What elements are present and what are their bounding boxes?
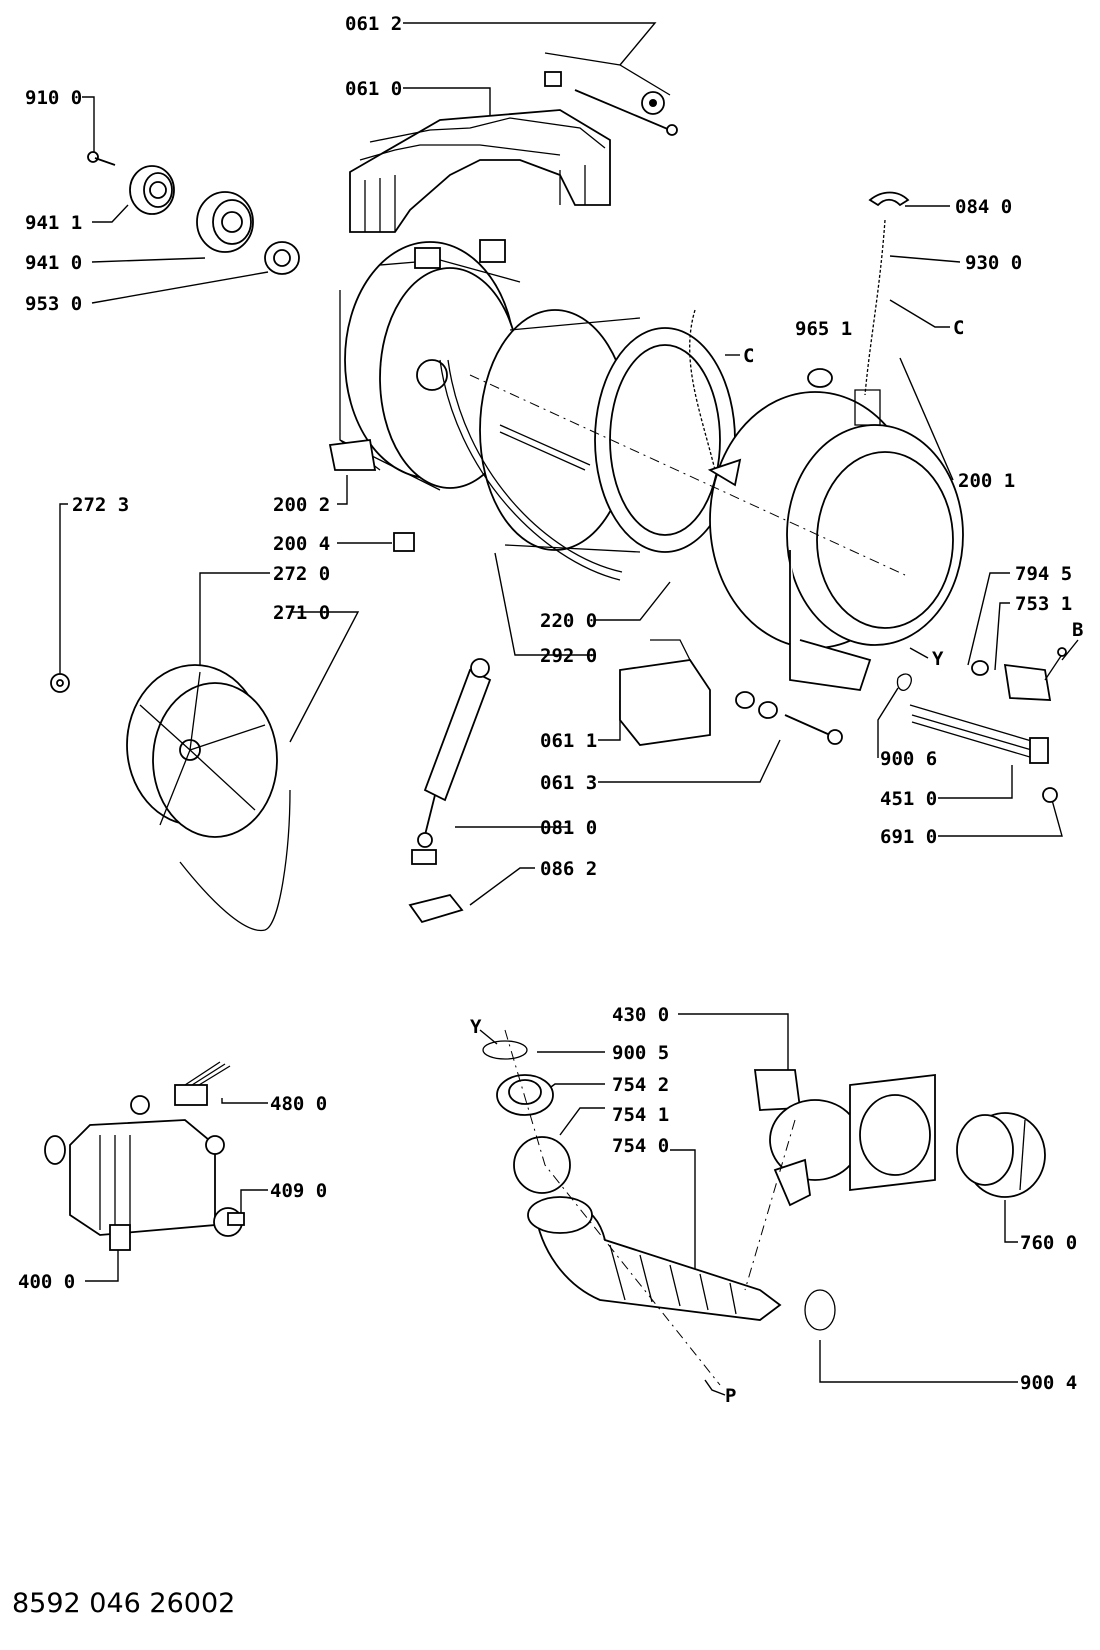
label-900-5: 900 5 [612,1042,669,1064]
label-930-0: 930 0 [965,252,1022,274]
seal-754-2 [496,1074,554,1116]
bearing-941-0 [196,191,254,253]
label-061-1: 061 1 [540,730,597,752]
label-c-right: C [953,317,964,339]
label-y-bottom: Y [470,1016,482,1038]
label-794-5: 794 5 [1015,563,1072,585]
pump-430-0 [753,1069,936,1207]
bracket-061-1 [619,639,711,746]
counterweight-061-0 [349,109,611,233]
motor-400-0 [44,1095,243,1251]
belt-271-0 [179,789,291,932]
label-p: P [725,1385,736,1407]
axis-line-drum [469,374,906,576]
label-953-0: 953 0 [25,293,82,315]
label-753-1: 753 1 [1015,593,1072,615]
part-labels: 061 2 061 0 910 0 941 1 941 0 953 0 084 … [18,13,1083,1407]
connector-480-0 [174,1061,231,1106]
label-754-1: 754 1 [612,1104,669,1126]
ring-794-5 [971,660,989,676]
label-200-1: 200 1 [958,470,1015,492]
label-271-0: 271 0 [273,602,330,624]
label-480-0: 480 0 [270,1093,327,1115]
label-451-0: 451 0 [880,788,937,810]
label-941-1: 941 1 [25,212,82,234]
spring-930-0 [864,219,886,396]
label-754-2: 754 2 [612,1074,669,1096]
sensor-753-1 [1003,647,1067,701]
rod-and-brackets-061-2 [544,52,678,136]
filter-760-0 [956,1112,1046,1198]
label-084-0: 084 0 [955,196,1012,218]
nut-272-3 [50,673,70,693]
heater-451-0 [909,704,1049,764]
pulley-272-0 [126,664,278,838]
clip-200-4 [393,532,415,552]
label-691-0: 691 0 [880,826,937,848]
label-220-0: 220 0 [540,610,597,632]
connector-409-0 [227,1212,245,1226]
label-272-3: 272 3 [72,494,129,516]
hose-754-0 [527,1196,782,1321]
hook-084-0 [868,191,910,207]
label-200-4: 200 4 [273,533,330,555]
label-061-0: 061 0 [345,78,402,100]
axis-line-p [504,1029,721,1386]
label-430-0: 430 0 [612,1004,669,1026]
label-910-0: 910 0 [25,87,82,109]
label-941-0: 941 0 [25,252,82,274]
label-081-0: 081 0 [540,817,597,839]
washers-bolt-061-3 [735,691,843,745]
ring-900-5 [482,1040,528,1060]
seal-953-0 [264,241,300,275]
label-200-2: 200 2 [273,494,330,516]
label-965-1: 965 1 [795,318,852,340]
label-754-0: 754 0 [612,1135,669,1157]
plug-965-1 [807,368,833,388]
clip-900-6 [896,673,912,691]
tub-gasket-292-0 [439,359,623,581]
label-272-0: 272 0 [273,563,330,585]
bracket-086-2 [408,893,464,924]
bearing-941-1 [129,165,175,215]
spring-c-left [689,309,742,487]
front-tub-half-200-1 [709,389,964,691]
label-c-left: C [743,345,754,367]
label-900-6: 900 6 [880,748,937,770]
drum-220-0 [479,309,736,553]
label-292-0: 292 0 [540,645,597,667]
shock-absorber-081-0 [411,658,492,865]
bearing-screw-910-0 [87,151,116,166]
label-y-top: Y [932,648,944,670]
clamp-900-4 [804,1289,836,1331]
ball-754-1 [513,1136,571,1194]
label-409-0: 409 0 [270,1180,327,1202]
axis-line-pump [744,1119,796,1291]
label-400-0: 400 0 [18,1271,75,1293]
nut-691-0 [1042,787,1058,803]
label-061-2: 061 2 [345,13,402,35]
label-b: B [1072,619,1083,641]
label-061-3: 061 3 [540,772,597,794]
label-760-0: 760 0 [1020,1232,1077,1254]
document-code: 8592 046 26002 [12,1588,236,1619]
label-086-2: 086 2 [540,858,597,880]
label-900-4: 900 4 [1020,1372,1077,1394]
